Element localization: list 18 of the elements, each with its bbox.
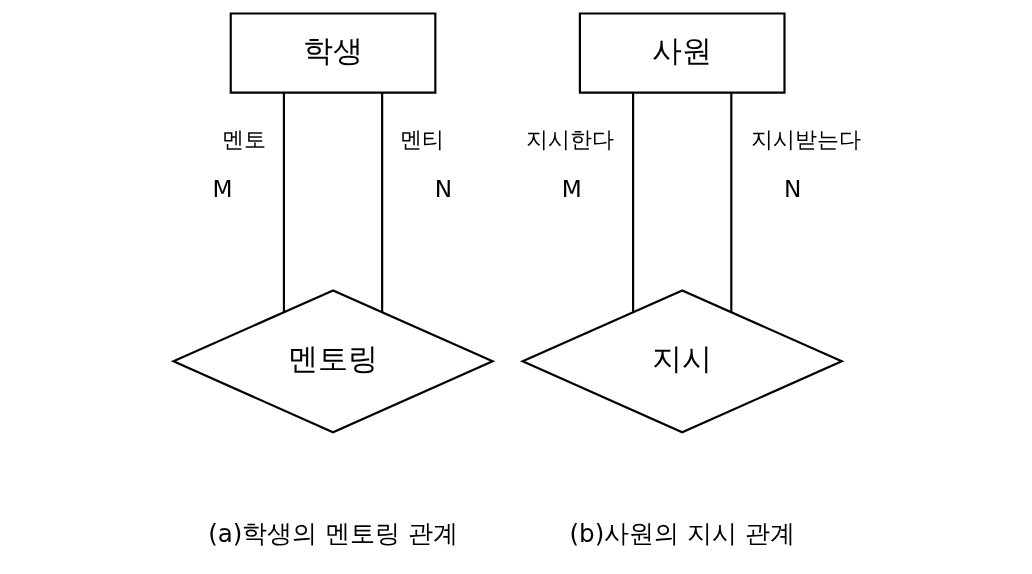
label: M (561, 175, 582, 203)
label: N (434, 175, 452, 203)
node-diamond: 지시 (519, 289, 844, 434)
node-diamond: 멘토링 (170, 289, 495, 434)
label: (a)학생의 멘토링 관계 (207, 518, 458, 548)
label: N (783, 175, 801, 203)
node-box: 학생 (229, 12, 436, 94)
connector (729, 92, 732, 313)
connector (631, 92, 634, 313)
edge-label: 멘티 (399, 126, 444, 152)
connector (380, 92, 383, 313)
label: (b)사원의 지시 관계 (569, 518, 795, 548)
edge-label: 지시받는다 (750, 126, 861, 152)
edge-label: 지시한다 (525, 126, 614, 152)
connector (282, 92, 285, 313)
edge-label: 멘토 (221, 126, 266, 152)
node-box: 사원 (578, 12, 786, 94)
label: M (212, 175, 233, 203)
